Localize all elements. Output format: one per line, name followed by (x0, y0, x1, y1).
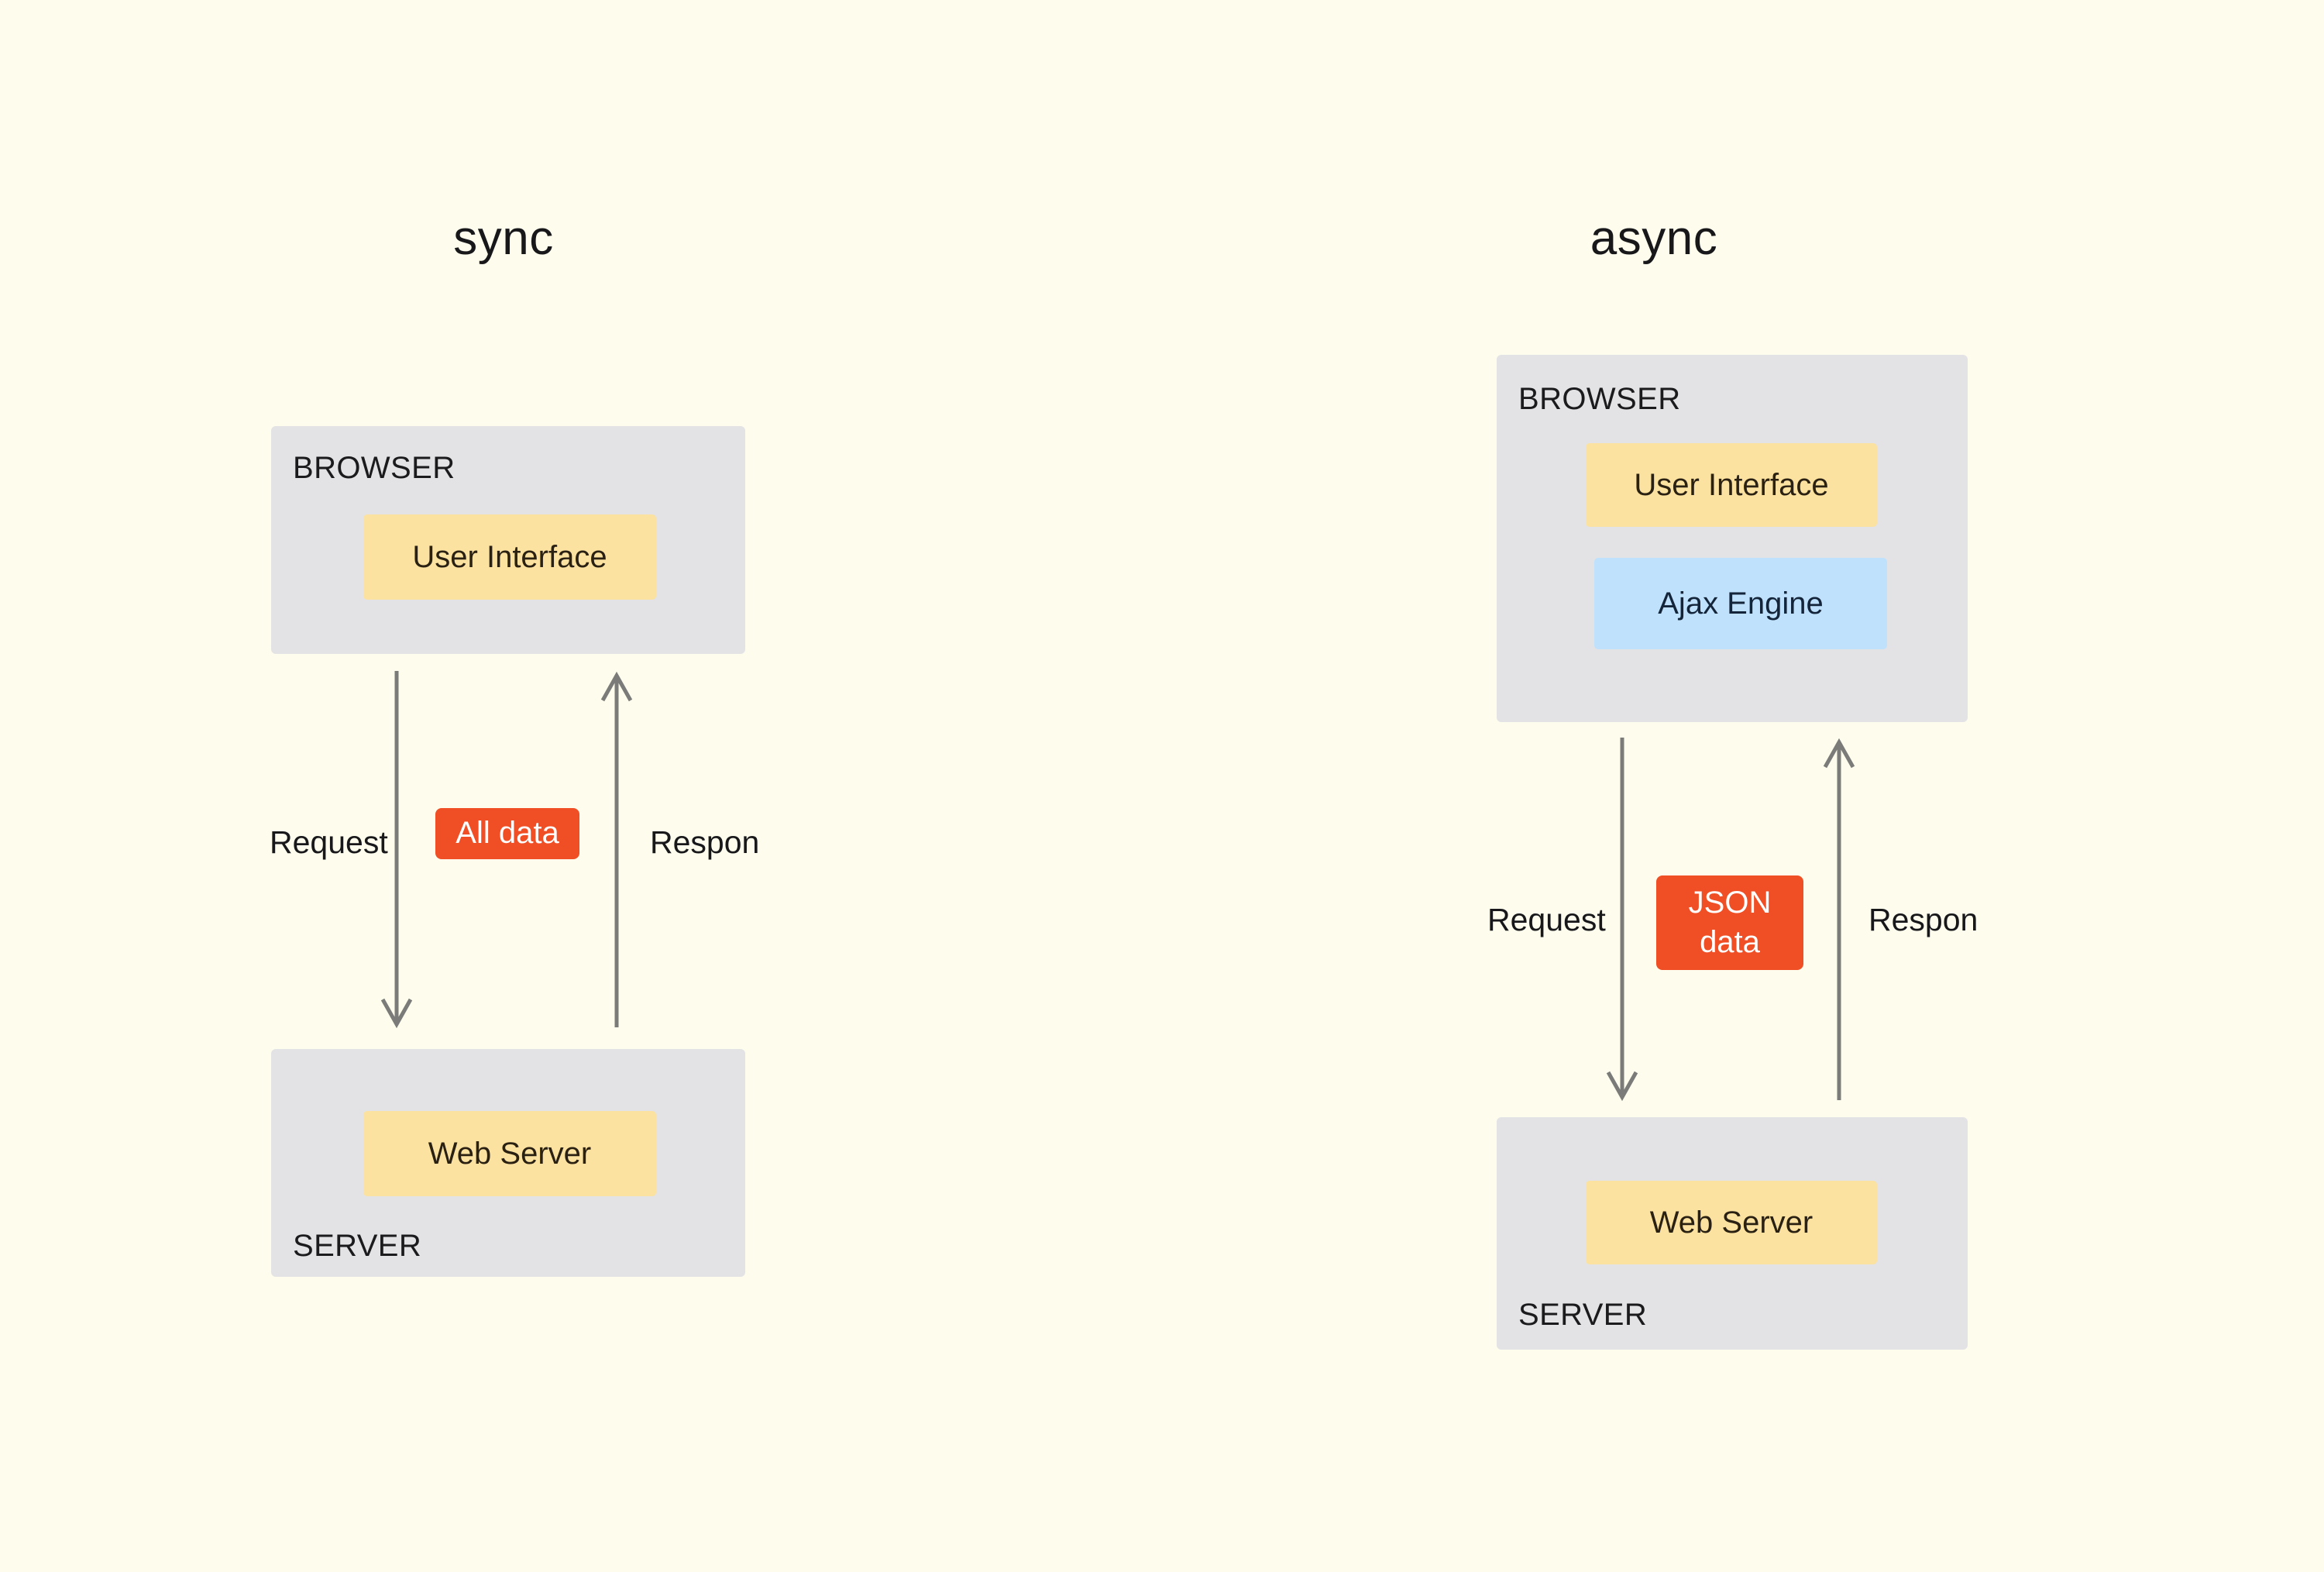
sync-server-zone-label: SERVER (293, 1229, 422, 1263)
sync-request-label: Request (270, 824, 388, 860)
async-browser-zone-label: BROWSER (1518, 382, 1681, 416)
async-user-interface-chip: User Interface (1586, 443, 1877, 527)
sync-web-server-chip: Web Server (363, 1111, 656, 1196)
sync-all-data-badge: All data (435, 808, 579, 859)
async-request-label: Request (1487, 902, 1606, 937)
async-diagram-title: async (1590, 212, 1718, 265)
async-json-data-badge-line-2: data (1700, 925, 1760, 959)
async-ajax-engine-chip: Ajax Engine (1594, 558, 1887, 649)
sync-response-label: Respon (650, 824, 760, 860)
async-response-label: Respon (1868, 902, 1978, 937)
sync-user-interface-chip: User Interface (363, 514, 656, 600)
async-json-data-badge: JSON data (1656, 875, 1803, 970)
sync-response-arrow (600, 671, 633, 1027)
async-response-arrow (1823, 738, 1855, 1100)
sync-diagram-title: sync (453, 212, 554, 265)
sync-all-data-badge-line-1: All data (456, 816, 559, 851)
async-json-data-badge-line-1: JSON (1688, 885, 1772, 920)
async-web-server-chip: Web Server (1586, 1181, 1877, 1264)
async-browser-zone (1497, 355, 1968, 722)
sync-browser-zone-label: BROWSER (293, 451, 456, 485)
async-request-arrow (1606, 738, 1638, 1102)
async-server-zone-label: SERVER (1518, 1298, 1648, 1332)
sync-request-arrow (380, 671, 413, 1029)
